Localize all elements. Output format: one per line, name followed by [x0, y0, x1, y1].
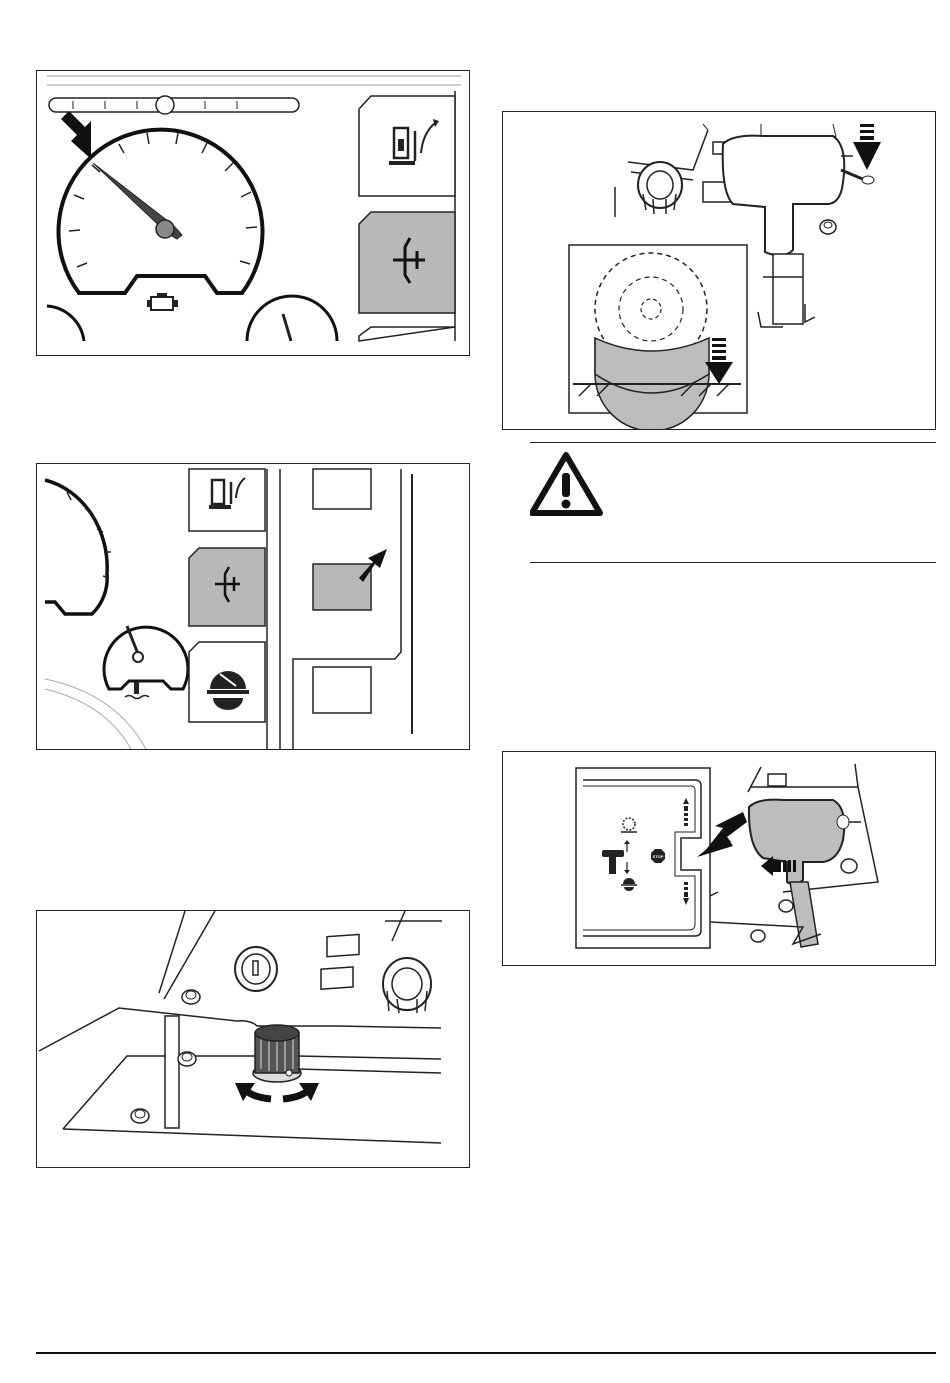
rotary-knob-icon	[638, 162, 682, 214]
mode-button-cut-highlighted	[359, 212, 455, 313]
rpm-slider-bar	[49, 96, 299, 114]
figure-tachometer	[36, 70, 470, 356]
coolant-temperature-gauge	[104, 626, 188, 699]
function-panel-illustration	[37, 464, 470, 750]
ignition-lock-icon	[235, 947, 277, 991]
target-button-highlighted	[313, 564, 371, 610]
lever-control-panel: STOP	[576, 768, 710, 948]
bolt-icon	[820, 220, 836, 234]
warning-block	[530, 442, 936, 563]
stop-sign-icon: STOP	[651, 849, 665, 863]
figure-function-panel	[36, 463, 470, 750]
figure-control-lever: STOP	[502, 751, 936, 966]
rotary-knob-icon	[383, 958, 431, 1013]
stop-label: STOP	[653, 854, 664, 859]
warning-triangle-icon	[530, 451, 606, 517]
blade-inset	[569, 245, 747, 430]
rotation-arrows-icon	[235, 1083, 319, 1105]
mode-button-lift	[359, 96, 455, 196]
tachometer-illustration	[37, 71, 470, 356]
figure-throttle-knob	[36, 910, 470, 1168]
mode-button-lift	[189, 469, 265, 531]
throttle-knob-illustration	[37, 911, 470, 1168]
figure-blade-lowering	[502, 111, 936, 430]
down-arrow-icon	[853, 124, 881, 170]
throttle-knob	[253, 1025, 301, 1082]
mode-button-cut	[189, 548, 265, 626]
blade-button	[189, 642, 265, 722]
warning-top-rule	[530, 442, 936, 443]
engine-icon	[147, 293, 178, 310]
blade-lowering-illustration	[503, 112, 936, 430]
control-lever-illustration: STOP	[503, 752, 936, 966]
pointer-arrow-icon	[61, 111, 91, 159]
warning-bottom-rule	[530, 562, 936, 563]
footer-rule	[36, 1352, 936, 1354]
